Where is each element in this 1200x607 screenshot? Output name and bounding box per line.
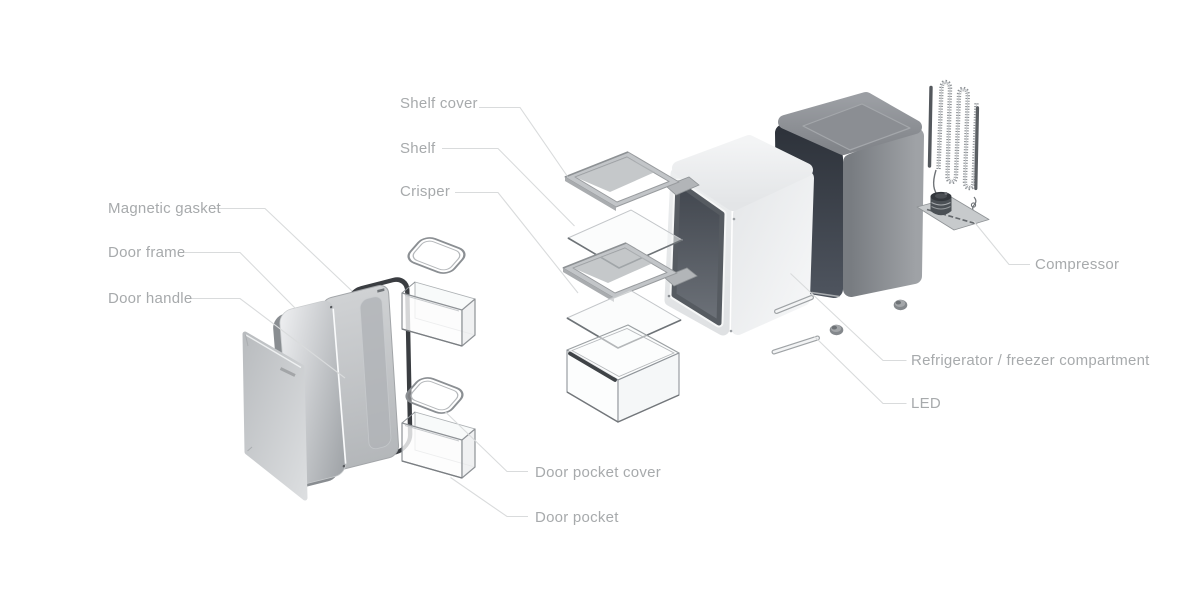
leader-lines (185, 106, 1030, 518)
door-pocket-part-2 (401, 411, 476, 479)
compressor-band-1 (931, 202, 951, 206)
door-pocket-cover-part-1 (407, 237, 466, 274)
frame-inner-shade (573, 248, 653, 283)
compressor-top-inner (935, 193, 947, 199)
frame-edge-dark (562, 242, 627, 269)
leader-door-pocket (450, 477, 528, 518)
door-pocket-part-1 (401, 281, 476, 347)
frame-edge-dark (564, 151, 629, 178)
door-edge-highlight (332, 308, 347, 464)
liner-interior (671, 180, 725, 326)
label-compressor: Compressor (1035, 256, 1120, 273)
hinge-dot-4 (729, 329, 733, 333)
pocket-right-cap (461, 298, 476, 347)
leader-door-handle (190, 297, 346, 379)
leader-compressor (973, 220, 1030, 266)
door-pin-bottom (342, 464, 346, 468)
leveling-foot (893, 299, 908, 311)
leader-door-pocket-cover (445, 411, 528, 473)
outer-shell-bottom-lip (811, 291, 840, 298)
pocket-inner-rim (404, 425, 460, 442)
hinge-dot-3 (732, 217, 736, 221)
brand-mark (279, 367, 296, 377)
door-part (273, 300, 347, 490)
handle-bottom-fold (247, 446, 253, 452)
label-refrigerator-freezer-compartment: Refrigerator / freezer compartment (911, 352, 1150, 369)
label-door-frame: Door frame (108, 244, 186, 261)
compressor-band-2 (931, 206, 951, 210)
leader-shelf-cover (479, 106, 568, 177)
compressor-valve (944, 192, 948, 195)
capillary-loop (970, 202, 977, 208)
pocket-right-cap (461, 428, 476, 479)
compressor-body (930, 196, 952, 216)
shelf-bracket-arms (663, 176, 700, 287)
leader-door-frame (185, 251, 296, 309)
label-crisper: Crisper (400, 183, 451, 200)
pocket-bottom-edge (401, 460, 463, 479)
pocket-rim-left (401, 411, 416, 424)
frame-thickness (565, 177, 616, 211)
door-frame-latch-mark (377, 288, 385, 293)
compressor-base-plate (916, 197, 990, 231)
leveling-foot (829, 324, 844, 336)
label-magnetic-gasket: Magnetic gasket (108, 200, 221, 217)
liner-top-face (672, 135, 813, 211)
crisper-rim-inner (570, 328, 676, 378)
hinge-dot-2 (667, 294, 671, 298)
compressor-unit (916, 191, 990, 231)
leveling-feet (829, 299, 908, 336)
coil-right-tube (974, 106, 980, 191)
led-strip (771, 335, 820, 355)
crisper-handle (568, 351, 617, 382)
outer-shell-right-face (843, 128, 924, 297)
door-pin-top (329, 305, 333, 309)
led-strips (771, 295, 820, 355)
label-door-pocket: Door pocket (535, 509, 619, 526)
label-shelf: Shelf (400, 140, 436, 157)
leader-magnetic-gasket (213, 207, 353, 292)
coil-left-tube (927, 85, 933, 168)
leader-crisper (455, 191, 579, 294)
handle-top-edge-highlight (245, 334, 302, 369)
leader-refrigerator-compartment (790, 273, 907, 362)
door-pocket-cover-part-2 (405, 377, 464, 414)
crisper-bottom-edge (566, 391, 680, 423)
door-handle-part (242, 331, 308, 501)
shelf-arm (665, 176, 700, 196)
shelf-arm (663, 267, 698, 287)
handle-left-fold (245, 334, 249, 347)
pocket-bottom-edge (401, 328, 463, 347)
pocket-inner-rim (404, 295, 460, 312)
shelf-cover-frame-2 (562, 242, 678, 302)
leader-shelf (442, 147, 575, 227)
leader-led (814, 336, 907, 405)
crisper-handle-highlight (568, 349, 615, 378)
outer-shell-top-recess (802, 103, 911, 151)
label-door-pocket-cover: Door pocket cover (535, 464, 661, 481)
label-door-handle: Door handle (108, 290, 193, 307)
inner-liner (664, 135, 814, 336)
condenser-coil (927, 79, 980, 213)
frame-thickness (563, 268, 614, 302)
label-shelf-cover: Shelf cover (400, 95, 478, 112)
pocket-rim-left (401, 281, 416, 294)
led-strip (774, 295, 814, 314)
coil-sheen (938, 81, 977, 189)
shelf-cover-frame-1 (564, 151, 680, 211)
crisper-drawer (566, 324, 680, 423)
label-led: LED (911, 395, 941, 412)
frame-inner-shade (575, 157, 655, 192)
